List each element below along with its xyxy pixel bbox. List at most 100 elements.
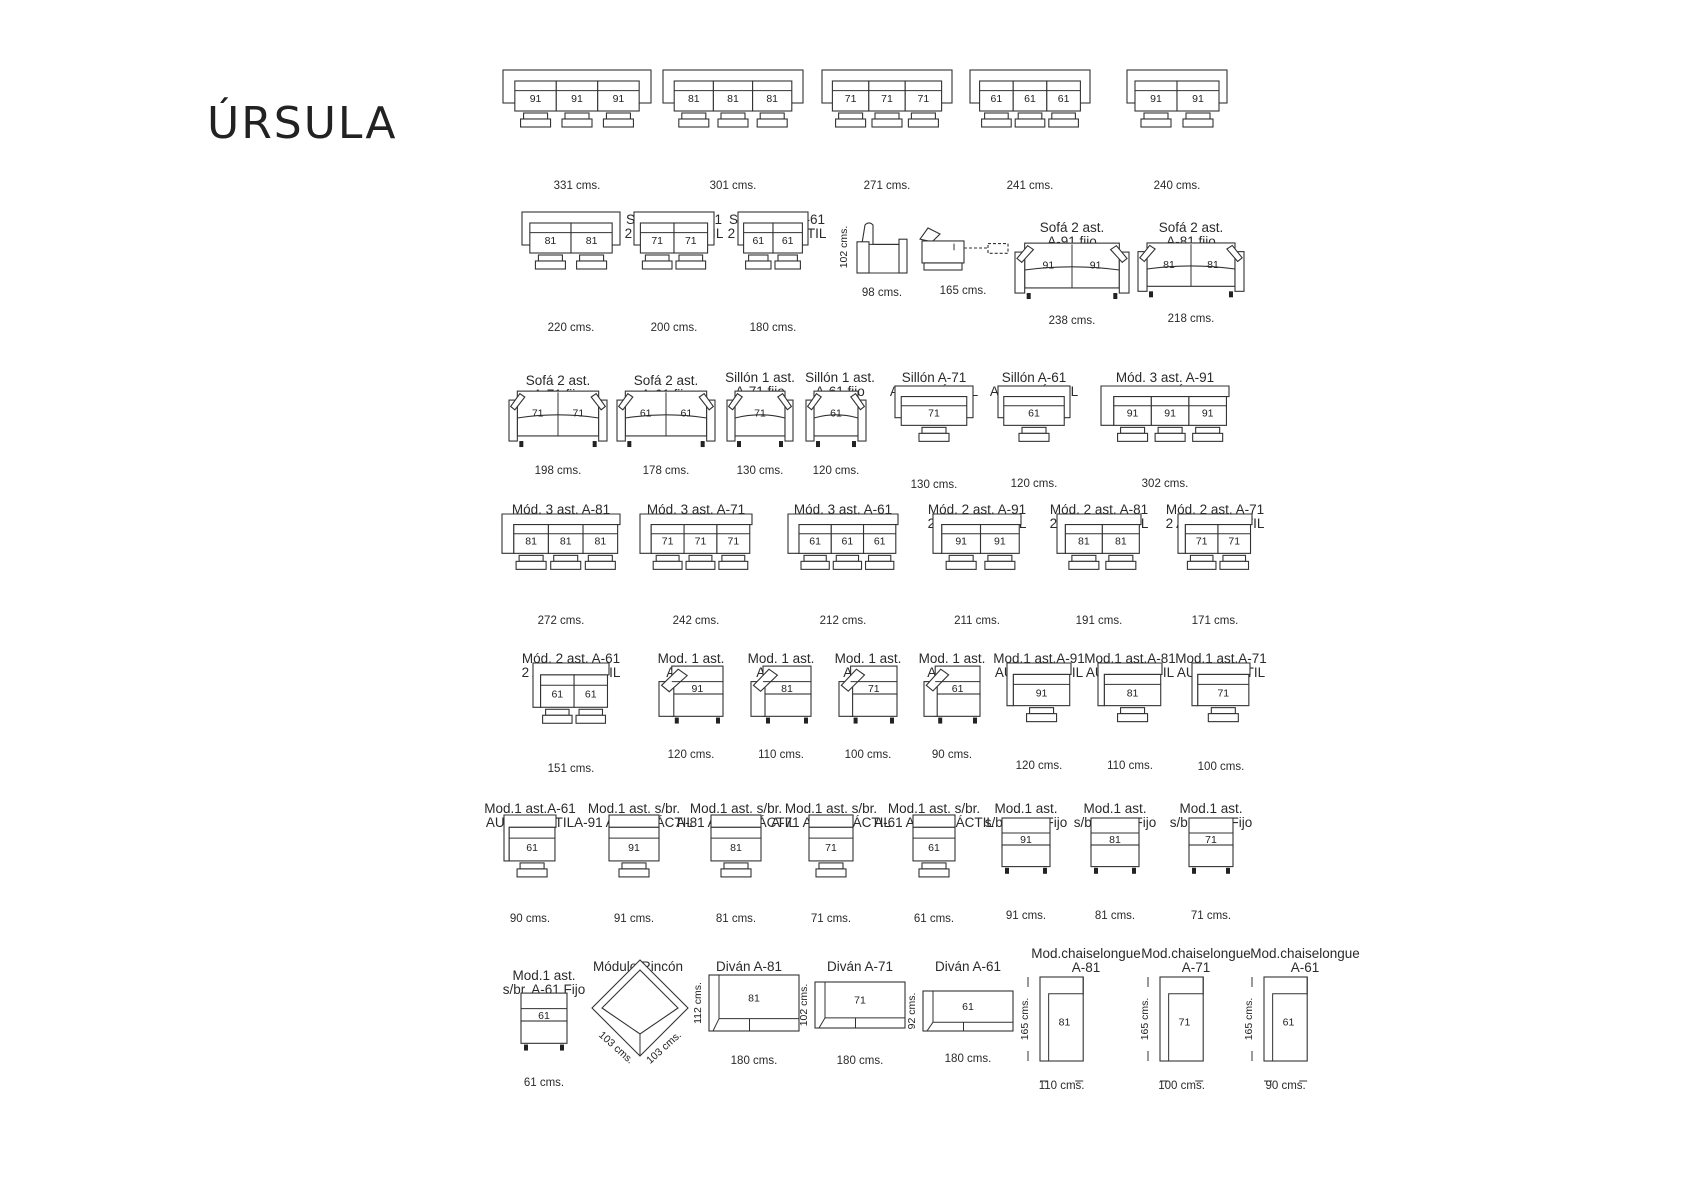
side-profile bbox=[860, 222, 904, 274]
footrest-icon bbox=[602, 112, 634, 128]
footrest-icon bbox=[618, 862, 650, 878]
module-drawing: 61 bbox=[923, 665, 981, 724]
width-dimension: 61 cms. bbox=[913, 913, 955, 925]
width-dimension: 238 cms. bbox=[1048, 315, 1096, 327]
seat-width-label: 61 bbox=[809, 536, 821, 548]
module-drawing: 71 bbox=[894, 385, 974, 442]
width-dimension: 91 cms. bbox=[613, 913, 655, 925]
seat-width-label: 81 bbox=[560, 536, 572, 548]
module-label-line: Mod. 1 ast. bbox=[918, 651, 986, 666]
seat-width-label: 81 bbox=[727, 93, 739, 105]
footrest-icon bbox=[520, 112, 552, 128]
seat-width-label: 61 bbox=[538, 1010, 550, 1022]
seat-cushion bbox=[1176, 80, 1220, 112]
module-label-line: Sofá 2 ast. bbox=[633, 373, 699, 388]
width-dimension: 171 cms. bbox=[1191, 615, 1239, 627]
width-dimension: 242 cms. bbox=[672, 615, 720, 627]
seat-cushion bbox=[912, 826, 956, 862]
width-dimension: 90 cms. bbox=[931, 749, 973, 761]
module-label-line: Mod.1 ast. bbox=[1083, 801, 1147, 816]
footrest-icon bbox=[800, 554, 830, 570]
width-dimension: 180 cms. bbox=[836, 1055, 884, 1067]
height-dimension: 102 cms. bbox=[838, 226, 850, 269]
module-drawing: 81 bbox=[1090, 817, 1140, 874]
seat-width-label: 91 bbox=[955, 536, 967, 548]
arm-right bbox=[1234, 251, 1245, 292]
module-label-line: Sofá 2 ast. bbox=[1039, 220, 1105, 235]
footrest-icon bbox=[576, 254, 608, 270]
seat-width-label: 81 bbox=[1163, 259, 1175, 271]
seat-width-label: 81 bbox=[1115, 536, 1127, 548]
width-dimension: 90 cms. bbox=[509, 913, 551, 925]
module-drawing: 81 bbox=[1097, 662, 1163, 723]
footrest-icon bbox=[515, 554, 547, 570]
module-label-line: Diván A-71 bbox=[826, 959, 894, 974]
module-drawing: 71 bbox=[808, 814, 854, 878]
depth-dimension: 165 cms. bbox=[1139, 998, 1151, 1041]
module-label-line: Mod.1 ast.A-81 bbox=[1084, 651, 1176, 666]
module-label-line: Mód. 2 ast. A-91 bbox=[927, 502, 1027, 517]
seat-cushion bbox=[743, 222, 774, 254]
arm-right bbox=[1118, 251, 1130, 294]
width-dimension: 211 cms. bbox=[954, 615, 1000, 627]
seat-width-label: 91 bbox=[692, 683, 704, 695]
seat-cushion bbox=[1150, 396, 1190, 426]
seat-width-label: 71 bbox=[727, 536, 739, 548]
width-dimension: 331 cms. bbox=[553, 180, 601, 192]
width-dimension: 120 cms. bbox=[1010, 478, 1058, 490]
width-dimension: 130 cms. bbox=[910, 479, 958, 491]
seat-cushion bbox=[1188, 396, 1227, 426]
seat-cushion bbox=[1101, 524, 1140, 554]
seat-width-label: 61 bbox=[874, 536, 886, 548]
seat-width-label: 91 bbox=[628, 842, 640, 854]
seat-cushion bbox=[573, 674, 609, 708]
module-label-line: Mód. 2 ast. A-81 bbox=[1049, 502, 1149, 517]
footrest-icon bbox=[1026, 707, 1058, 723]
footrest-icon bbox=[864, 554, 895, 570]
width-dimension: 61 cms. bbox=[523, 1077, 565, 1089]
seat-width-label: 61 bbox=[1028, 408, 1040, 420]
arm-left bbox=[508, 399, 518, 442]
module-label-line: Mod.1 ast. bbox=[994, 801, 1058, 816]
seat-width-label: 71 bbox=[845, 93, 857, 105]
width-dimension: 218 cms. bbox=[1167, 313, 1215, 325]
module-label-line: Mod. 1 ast. bbox=[834, 651, 902, 666]
module-label-line: Mod.1 ast. s/br. bbox=[587, 801, 681, 816]
seat-width-label: 71 bbox=[854, 995, 866, 1007]
module-drawing: 61 bbox=[805, 390, 867, 448]
footrest-icon bbox=[1018, 426, 1050, 442]
seat-cushion bbox=[608, 826, 660, 862]
width-dimension: 110 cms. bbox=[1107, 760, 1153, 772]
seat-cushion bbox=[673, 222, 709, 254]
width-dimension: 120 cms. bbox=[812, 465, 860, 477]
seat-cushion bbox=[597, 80, 640, 112]
seat-width-label: 61 bbox=[551, 689, 563, 701]
arm-right bbox=[598, 399, 608, 442]
depth-dimension: 112 cms. bbox=[692, 982, 704, 1024]
module-label-line: Mod.chaiselongue bbox=[1250, 946, 1360, 961]
module-drawing: 103 cms.103 cms. bbox=[591, 959, 689, 1066]
seat-width-label: 71 bbox=[825, 842, 837, 854]
seat-cushion bbox=[547, 524, 584, 554]
footrest-icon bbox=[1068, 554, 1100, 570]
seat-width-label: 71 bbox=[1196, 536, 1208, 548]
seat-width-label: 71 bbox=[928, 408, 940, 420]
width-dimension: 98 cms. bbox=[861, 287, 903, 299]
footrest-icon bbox=[652, 554, 683, 570]
seat-width-label: 71 bbox=[685, 235, 697, 247]
footrest-icon bbox=[984, 554, 1016, 570]
seat-width-label: 71 bbox=[1179, 1017, 1191, 1029]
width-dimension: 100 cms. bbox=[1158, 1080, 1205, 1092]
seat-cushion bbox=[979, 524, 1020, 554]
module-label-line: Mód. 3 ast. A-81 bbox=[511, 502, 611, 517]
footrest-icon bbox=[945, 554, 977, 570]
width-dimension: 301 cms. bbox=[709, 180, 757, 192]
